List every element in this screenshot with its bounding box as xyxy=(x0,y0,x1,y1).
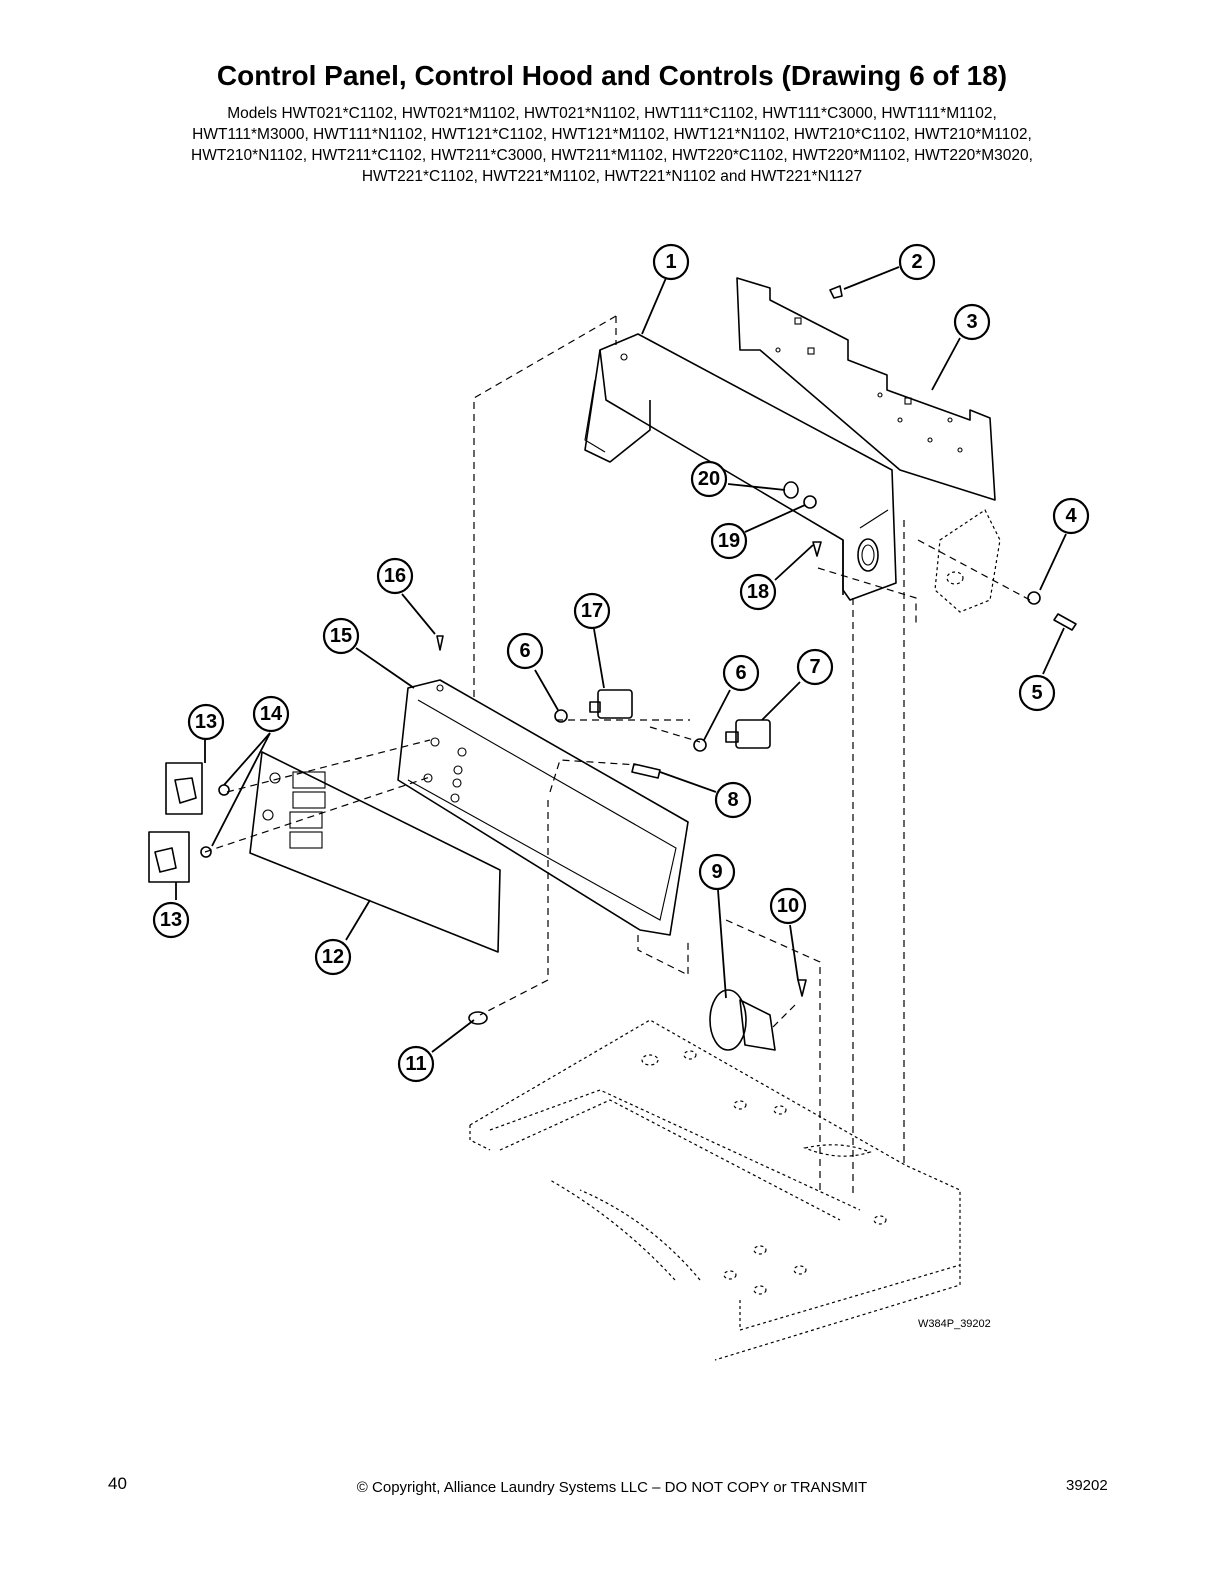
callout-number: 11 xyxy=(405,1053,426,1075)
callout-1: 1 xyxy=(652,243,690,281)
callout-number: 6 xyxy=(735,662,746,684)
callout-4: 4 xyxy=(1052,497,1090,535)
callout-number: 5 xyxy=(1031,682,1042,704)
callout-8: 8 xyxy=(714,781,752,819)
callout-number: 7 xyxy=(809,656,820,678)
screw-part xyxy=(436,635,444,651)
leader-lines xyxy=(175,266,1067,1053)
callout-11: 11 xyxy=(397,1045,435,1083)
callout-17: 17 xyxy=(573,592,611,630)
model-list: Models HWT021*C1102, HWT021*M1102, HWT02… xyxy=(0,103,1224,187)
pressure-switch-part xyxy=(709,989,776,1051)
drawing-id: W384P_39202 xyxy=(918,1318,991,1330)
star-washer-part xyxy=(803,495,817,509)
knob-washer-part xyxy=(218,784,230,796)
callout-2: 2 xyxy=(898,243,936,281)
callout-5: 5 xyxy=(1018,674,1056,712)
knob-washer-part xyxy=(200,846,212,858)
star-washer-part xyxy=(1027,591,1041,605)
washer-top-outline xyxy=(469,1019,961,1361)
callout-number: 16 xyxy=(384,565,406,587)
callout-number: 1 xyxy=(665,251,676,273)
knob-part xyxy=(148,831,190,883)
callout-number: 17 xyxy=(581,600,603,622)
callout-number: 14 xyxy=(260,703,283,725)
callout-number: 2 xyxy=(911,251,922,273)
callout-15: 15 xyxy=(322,617,360,655)
callout-number: 13 xyxy=(195,711,217,733)
callout-number: 15 xyxy=(330,625,352,647)
screw-part xyxy=(829,285,843,299)
model-line: HWT221*C1102, HWT221*M1102, HWT221*N1102… xyxy=(361,168,863,185)
callout-9: 9 xyxy=(698,853,736,891)
callout-18: 18 xyxy=(739,573,777,611)
callout-number: 18 xyxy=(747,581,769,603)
document-number: 39202 xyxy=(1066,1477,1108,1494)
callout-number: 3 xyxy=(966,311,977,333)
callout-number: 12 xyxy=(322,946,344,968)
callout-7: 7 xyxy=(796,648,834,686)
page-title: Control Panel, Control Hood and Controls… xyxy=(216,60,1008,91)
screw-part xyxy=(1053,613,1077,631)
knob-part xyxy=(165,762,203,815)
screw-part xyxy=(812,541,822,557)
callout-number: 13 xyxy=(160,909,182,931)
rear-plate-part xyxy=(736,277,996,501)
indicator-lamp-part xyxy=(631,763,661,779)
callout-19: 19 xyxy=(710,522,748,560)
callout-number: 10 xyxy=(777,895,799,917)
model-line: HWT210*N1102, HWT211*C1102, HWT211*C3000… xyxy=(191,147,1033,164)
model-line: Models HWT021*C1102, HWT021*M1102, HWT02… xyxy=(227,105,997,122)
screw-part xyxy=(797,979,807,997)
callout-13a: 13 xyxy=(187,703,225,741)
callout-6a: 6 xyxy=(506,632,544,670)
callout-13b: 13 xyxy=(152,901,190,939)
callout-6b: 6 xyxy=(722,654,760,692)
control-panel-part xyxy=(397,679,689,936)
page-number: 40 xyxy=(108,1474,127,1493)
callout-14: 14 xyxy=(252,695,290,733)
grommet-part xyxy=(783,481,799,499)
control-hood-part xyxy=(584,333,897,601)
callout-number: 6 xyxy=(519,640,530,662)
rotary-switch-part xyxy=(554,689,633,723)
callout-number: 9 xyxy=(711,861,722,883)
callout-10: 10 xyxy=(769,887,807,925)
assembly-guide-lines xyxy=(204,315,1031,1195)
callout-3: 3 xyxy=(953,303,991,341)
callout-number: 4 xyxy=(1065,505,1077,527)
callout-16: 16 xyxy=(376,557,414,595)
control-panel-overlay-part xyxy=(249,751,501,953)
callout-20: 20 xyxy=(690,460,728,498)
callout-number: 20 xyxy=(698,468,720,490)
callout-number: 8 xyxy=(727,789,738,811)
copyright-notice: © Copyright, Alliance Laundry Systems LL… xyxy=(356,1479,868,1496)
callout-12: 12 xyxy=(314,938,352,976)
callout-number: 19 xyxy=(718,530,740,552)
hose-bracket-part xyxy=(934,509,1001,613)
model-line: HWT111*M3000, HWT111*N1102, HWT121*C1102… xyxy=(192,126,1032,143)
clip-part xyxy=(468,1011,488,1025)
rotary-switch-part xyxy=(693,719,771,752)
